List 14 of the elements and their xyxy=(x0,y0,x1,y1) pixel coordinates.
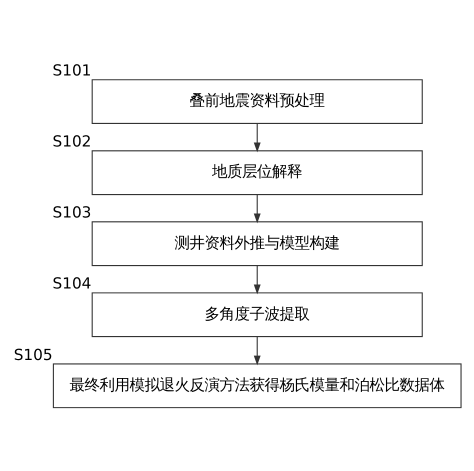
arrow xyxy=(254,336,261,366)
arrow xyxy=(254,194,261,224)
node-box: 最终利用模拟退火反演方法获得杨氏模量和泊松比数据体 xyxy=(52,363,462,408)
node-box: 多角度子波提取 xyxy=(92,292,423,338)
node-box: 测井资料外推与模型构建 xyxy=(92,221,423,266)
node-box: 地质层位解释 xyxy=(92,150,423,196)
arrow xyxy=(254,124,261,152)
node-label: S101 xyxy=(52,62,92,80)
arrow xyxy=(254,266,261,294)
node-label: S103 xyxy=(52,204,92,222)
node-label: S102 xyxy=(52,132,92,151)
node-label: S105 xyxy=(14,346,53,364)
node-label: S104 xyxy=(52,274,92,293)
node-box: 叠前地震资料预处理 xyxy=(92,79,423,124)
